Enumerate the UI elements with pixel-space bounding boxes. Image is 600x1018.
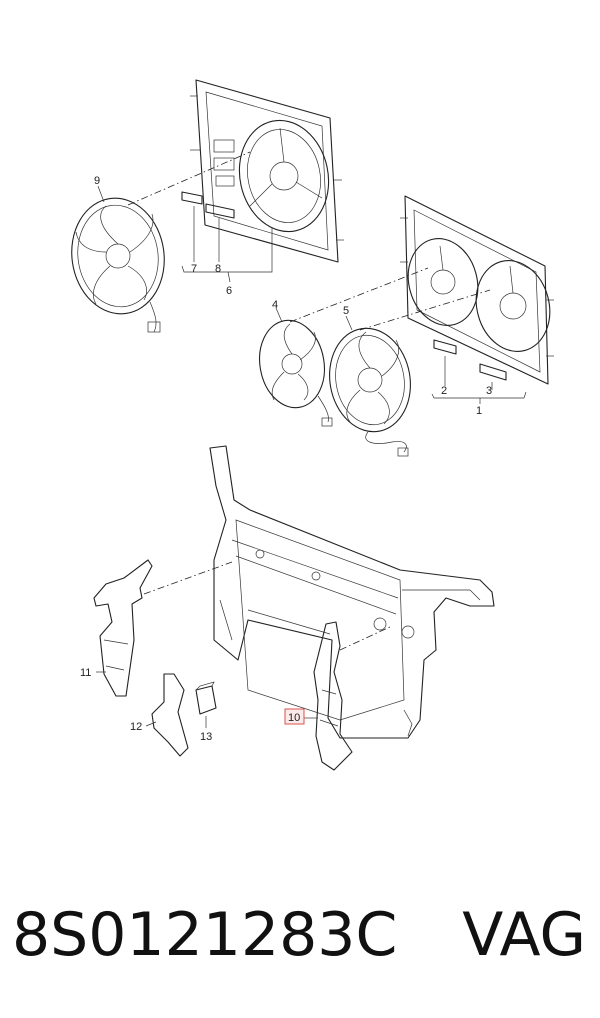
part-12-bracket [151,673,189,757]
foam-pad-3 [479,363,507,381]
bracket-1 [431,356,527,404]
front-carrier [209,445,495,739]
foam-pad-7 [181,191,203,205]
fan-4 [259,319,333,427]
callout-1: 1 [476,405,482,417]
assembly-line-4 [289,267,429,323]
callout-4: 4 [272,299,278,311]
callout-6: 6 [226,285,232,297]
part-10-bracket [313,621,353,771]
assembly-line-5 [359,289,491,331]
parts-diagram: 9 7 8 6 4 5 2 3 1 11 12 13 10 [71,79,554,771]
fan-5 [329,327,411,457]
fan-single [71,197,165,333]
callout-13: 13 [200,731,212,743]
part-number: 8S0121283C [12,900,398,970]
callout-3: 3 [486,385,492,397]
callout-11: 11 [80,667,91,679]
callout-5: 5 [343,305,349,317]
part-13-clip [195,681,217,715]
assembly-line-11 [143,561,233,595]
callout-8: 8 [215,263,221,275]
assembly-line-10 [339,625,393,651]
callout-7: 7 [191,263,197,275]
assembly-line-9 [127,151,251,206]
callout-10: 10 [288,712,300,724]
part-11-bracket [93,559,153,697]
callout-9: 9 [94,175,100,187]
fan-shroud-single [190,79,344,263]
foam-pad-2 [433,339,457,355]
bracket-6 [181,206,273,283]
foam-pad-8 [205,203,235,219]
callout-2: 2 [441,385,447,397]
fan-shroud-double [400,195,554,385]
callout-12: 12 [130,721,142,733]
callout-10-highlight [284,708,305,725]
caption-bar: 8S0121283C VAG [0,895,600,975]
brand-label: VAG [462,900,586,970]
